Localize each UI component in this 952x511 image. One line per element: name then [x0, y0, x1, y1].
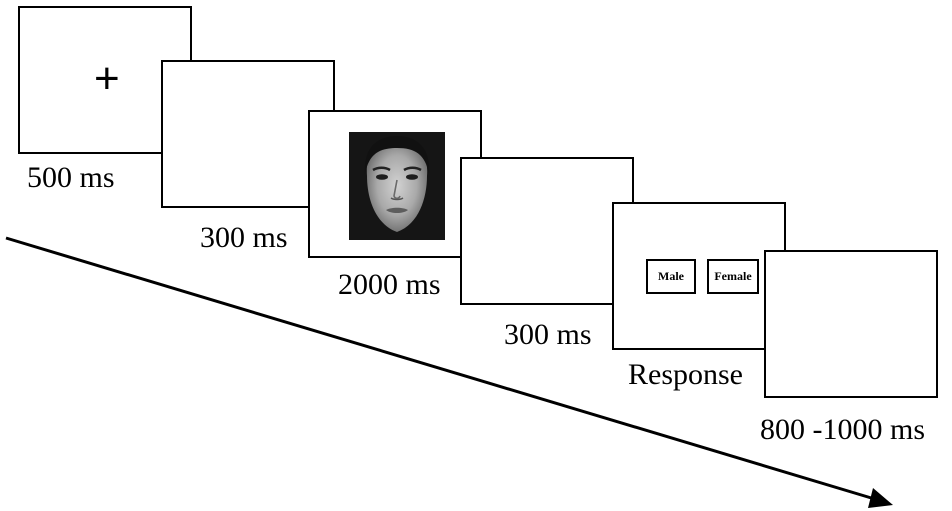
time-arrow-head — [868, 488, 893, 508]
iti-screen — [764, 250, 938, 398]
duration-label-face: 2000 ms — [338, 268, 441, 301]
male-response-button[interactable]: Male — [646, 259, 696, 294]
duration-label-blank-2: 300 ms — [504, 318, 592, 351]
time-arrow-line — [5, 236, 879, 502]
response-screen: Male Female — [612, 202, 786, 350]
female-response-button[interactable]: Female — [707, 259, 759, 294]
duration-label-iti: 800 -1000 ms — [760, 413, 925, 446]
duration-label-fixation: 500 ms — [27, 161, 115, 194]
blank-screen-1 — [161, 60, 335, 208]
blank-screen-2 — [460, 157, 634, 305]
duration-label-response: Response — [628, 358, 743, 391]
face-screen — [308, 110, 482, 258]
duration-label-blank-1: 300 ms — [200, 221, 288, 254]
face-stimulus — [349, 132, 445, 240]
fixation-cross: + — [94, 54, 120, 103]
